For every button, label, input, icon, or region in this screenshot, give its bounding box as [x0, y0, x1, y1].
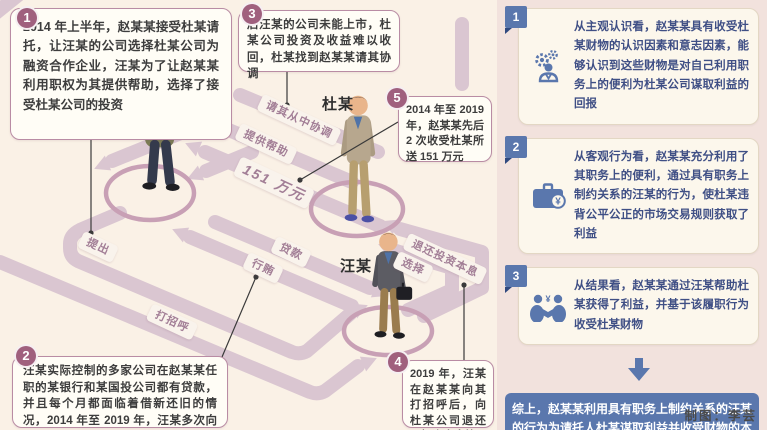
- person-wang-name: 汪某: [340, 258, 373, 275]
- analysis-item-2: 2 ¥ 从客观行为看，赵某某充分利用了其职务上的便利，通过具有职务上制约关系的汪…: [505, 135, 759, 255]
- analysis-box-3: ¥ 从结果看，赵某某通过汪某帮助杜某获得了利益，并基于该履职行为收受杜某财物: [518, 267, 759, 346]
- ribbon-loop-inner: [0, 255, 365, 401]
- analysis-text-1: 从主观认识看，赵某某具有收受杜某财物的认识因素和意志因素，能够认识到这些财物是对…: [574, 21, 749, 111]
- person-du-name: 杜某: [322, 96, 355, 113]
- down-arrow-icon: [518, 358, 759, 387]
- analysis-number-2: 2: [505, 135, 527, 164]
- analysis-item-1: 1 从主观认识看，赵某某具有收受杜某财物的认识因素和意志因素，能够认识到这些财物…: [505, 6, 759, 125]
- step-box-5: 2014 年至 2019 年，赵某某先后 2 次收受杜某所送 151 万元: [398, 96, 492, 163]
- person-wang-figure: [372, 232, 413, 339]
- flow-diagram: 请其从中协调 提供帮助 151 万元 提出 打招呼 贷款 行贿 退还投资本息 选…: [0, 0, 494, 428]
- ribbon-corner: [0, 0, 24, 19]
- analysis-number-3: 3: [505, 265, 527, 294]
- step-number-1: 1: [15, 6, 39, 30]
- credit-text: 制图：李芸: [684, 409, 757, 423]
- wang-ellipse: [341, 304, 435, 358]
- ribbon-loop-outer: [63, 206, 357, 361]
- analysis-panel: 1 从主观认识看，赵某某具有收受杜某财物的认识因素和意志因素，能够认识到这些财物…: [497, 0, 767, 430]
- connector-lines: [90, 71, 465, 360]
- mind-gears-icon: [526, 49, 570, 83]
- step-number-4: 4: [386, 350, 410, 374]
- analysis-number-1: 1: [505, 6, 527, 34]
- analysis-text-2: 从客观行为看，赵某某充分利用了其职务上的便利，通过具有职务上制约关系的汪某的行为…: [574, 150, 749, 240]
- person-du-figure: [340, 95, 376, 223]
- briefcase-yuan-icon: ¥: [526, 180, 570, 212]
- step-box-4: 2019 年，汪某在赵某某向其打招呼后，向杜某公司退还了投资本息等: [402, 360, 494, 428]
- handshake-yuan-icon: ¥: [526, 291, 570, 322]
- step-number-3: 3: [240, 2, 264, 26]
- conclusion-banner: 综上，赵某某利用具有职务上制约关系的汪某的行为为请托人杜某谋取利益并收受财物的本…: [505, 393, 759, 430]
- step-number-2: 2: [14, 344, 38, 368]
- svg-text:¥: ¥: [555, 196, 561, 207]
- analysis-item-3: 3 ¥ 从结果看，赵某某通过汪某帮助杜某获得了利益，并基于该履职行为收受杜某财物: [505, 265, 759, 346]
- analysis-text-3: 从结果看，赵某某通过汪某帮助杜某获得了利益，并基于该履职行为收受杜某财物: [574, 280, 749, 331]
- step-box-3: 后汪某的公司未能上市，杜某公司投资及收益难以收回，杜某找到赵某某请其协调: [238, 10, 400, 80]
- analysis-box-1: 从主观认识看，赵某某具有收受杜某财物的认识因素和意志因素，能够认识到这些财物是对…: [518, 8, 759, 125]
- svg-text:¥: ¥: [545, 294, 550, 304]
- step-box-1: 2014 年上半年，赵某某接受杜某请托，让汪某的公司选择杜某公司为融资合作企业，…: [10, 8, 232, 140]
- step-box-2: 汪某实际控制的多家公司在赵某某任职的某银行和某国投公司都有贷款，并且每个月都面临…: [12, 356, 228, 428]
- step-number-5: 5: [385, 86, 409, 110]
- analysis-box-2: ¥ 从客观行为看，赵某某充分利用了其职务上的便利，通过具有职务上制约关系的汪某的…: [518, 137, 759, 255]
